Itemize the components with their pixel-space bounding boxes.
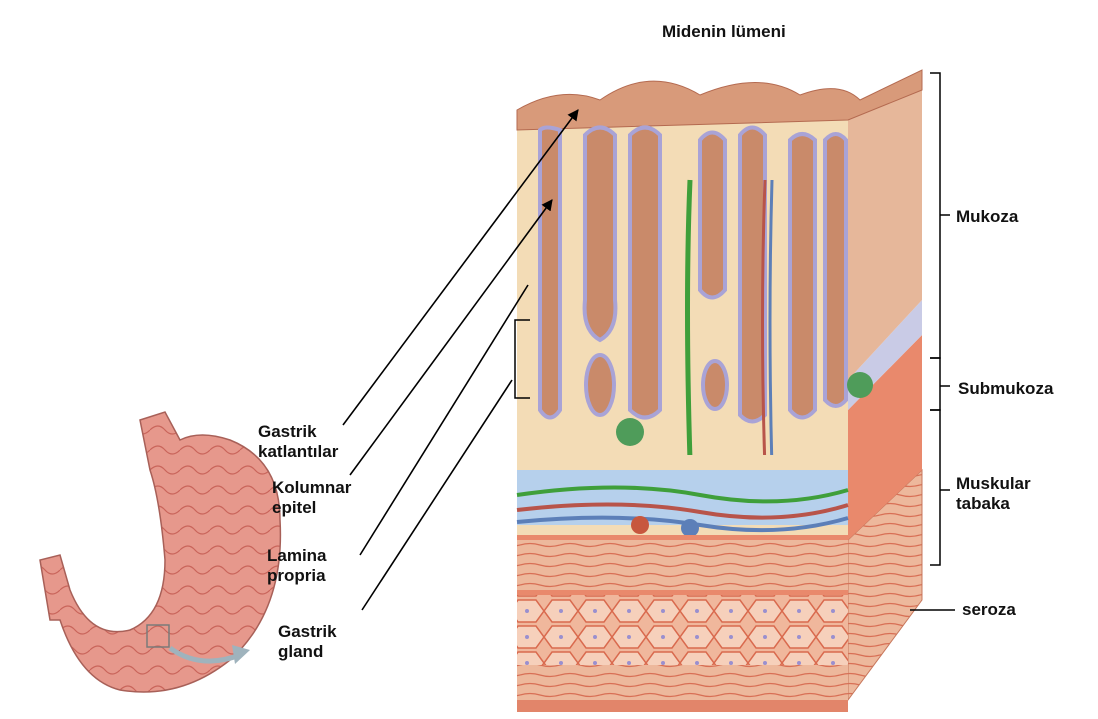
stomach-illustration [40,412,280,692]
title-label: Midenin lümeni [662,22,786,42]
label-mukoza: Mukoza [956,207,1018,227]
label-submukoza: Submukoza [958,379,1053,399]
submucosa-layer [517,455,848,537]
label-seroza: seroza [962,600,1016,620]
muscular-layer [517,535,848,712]
